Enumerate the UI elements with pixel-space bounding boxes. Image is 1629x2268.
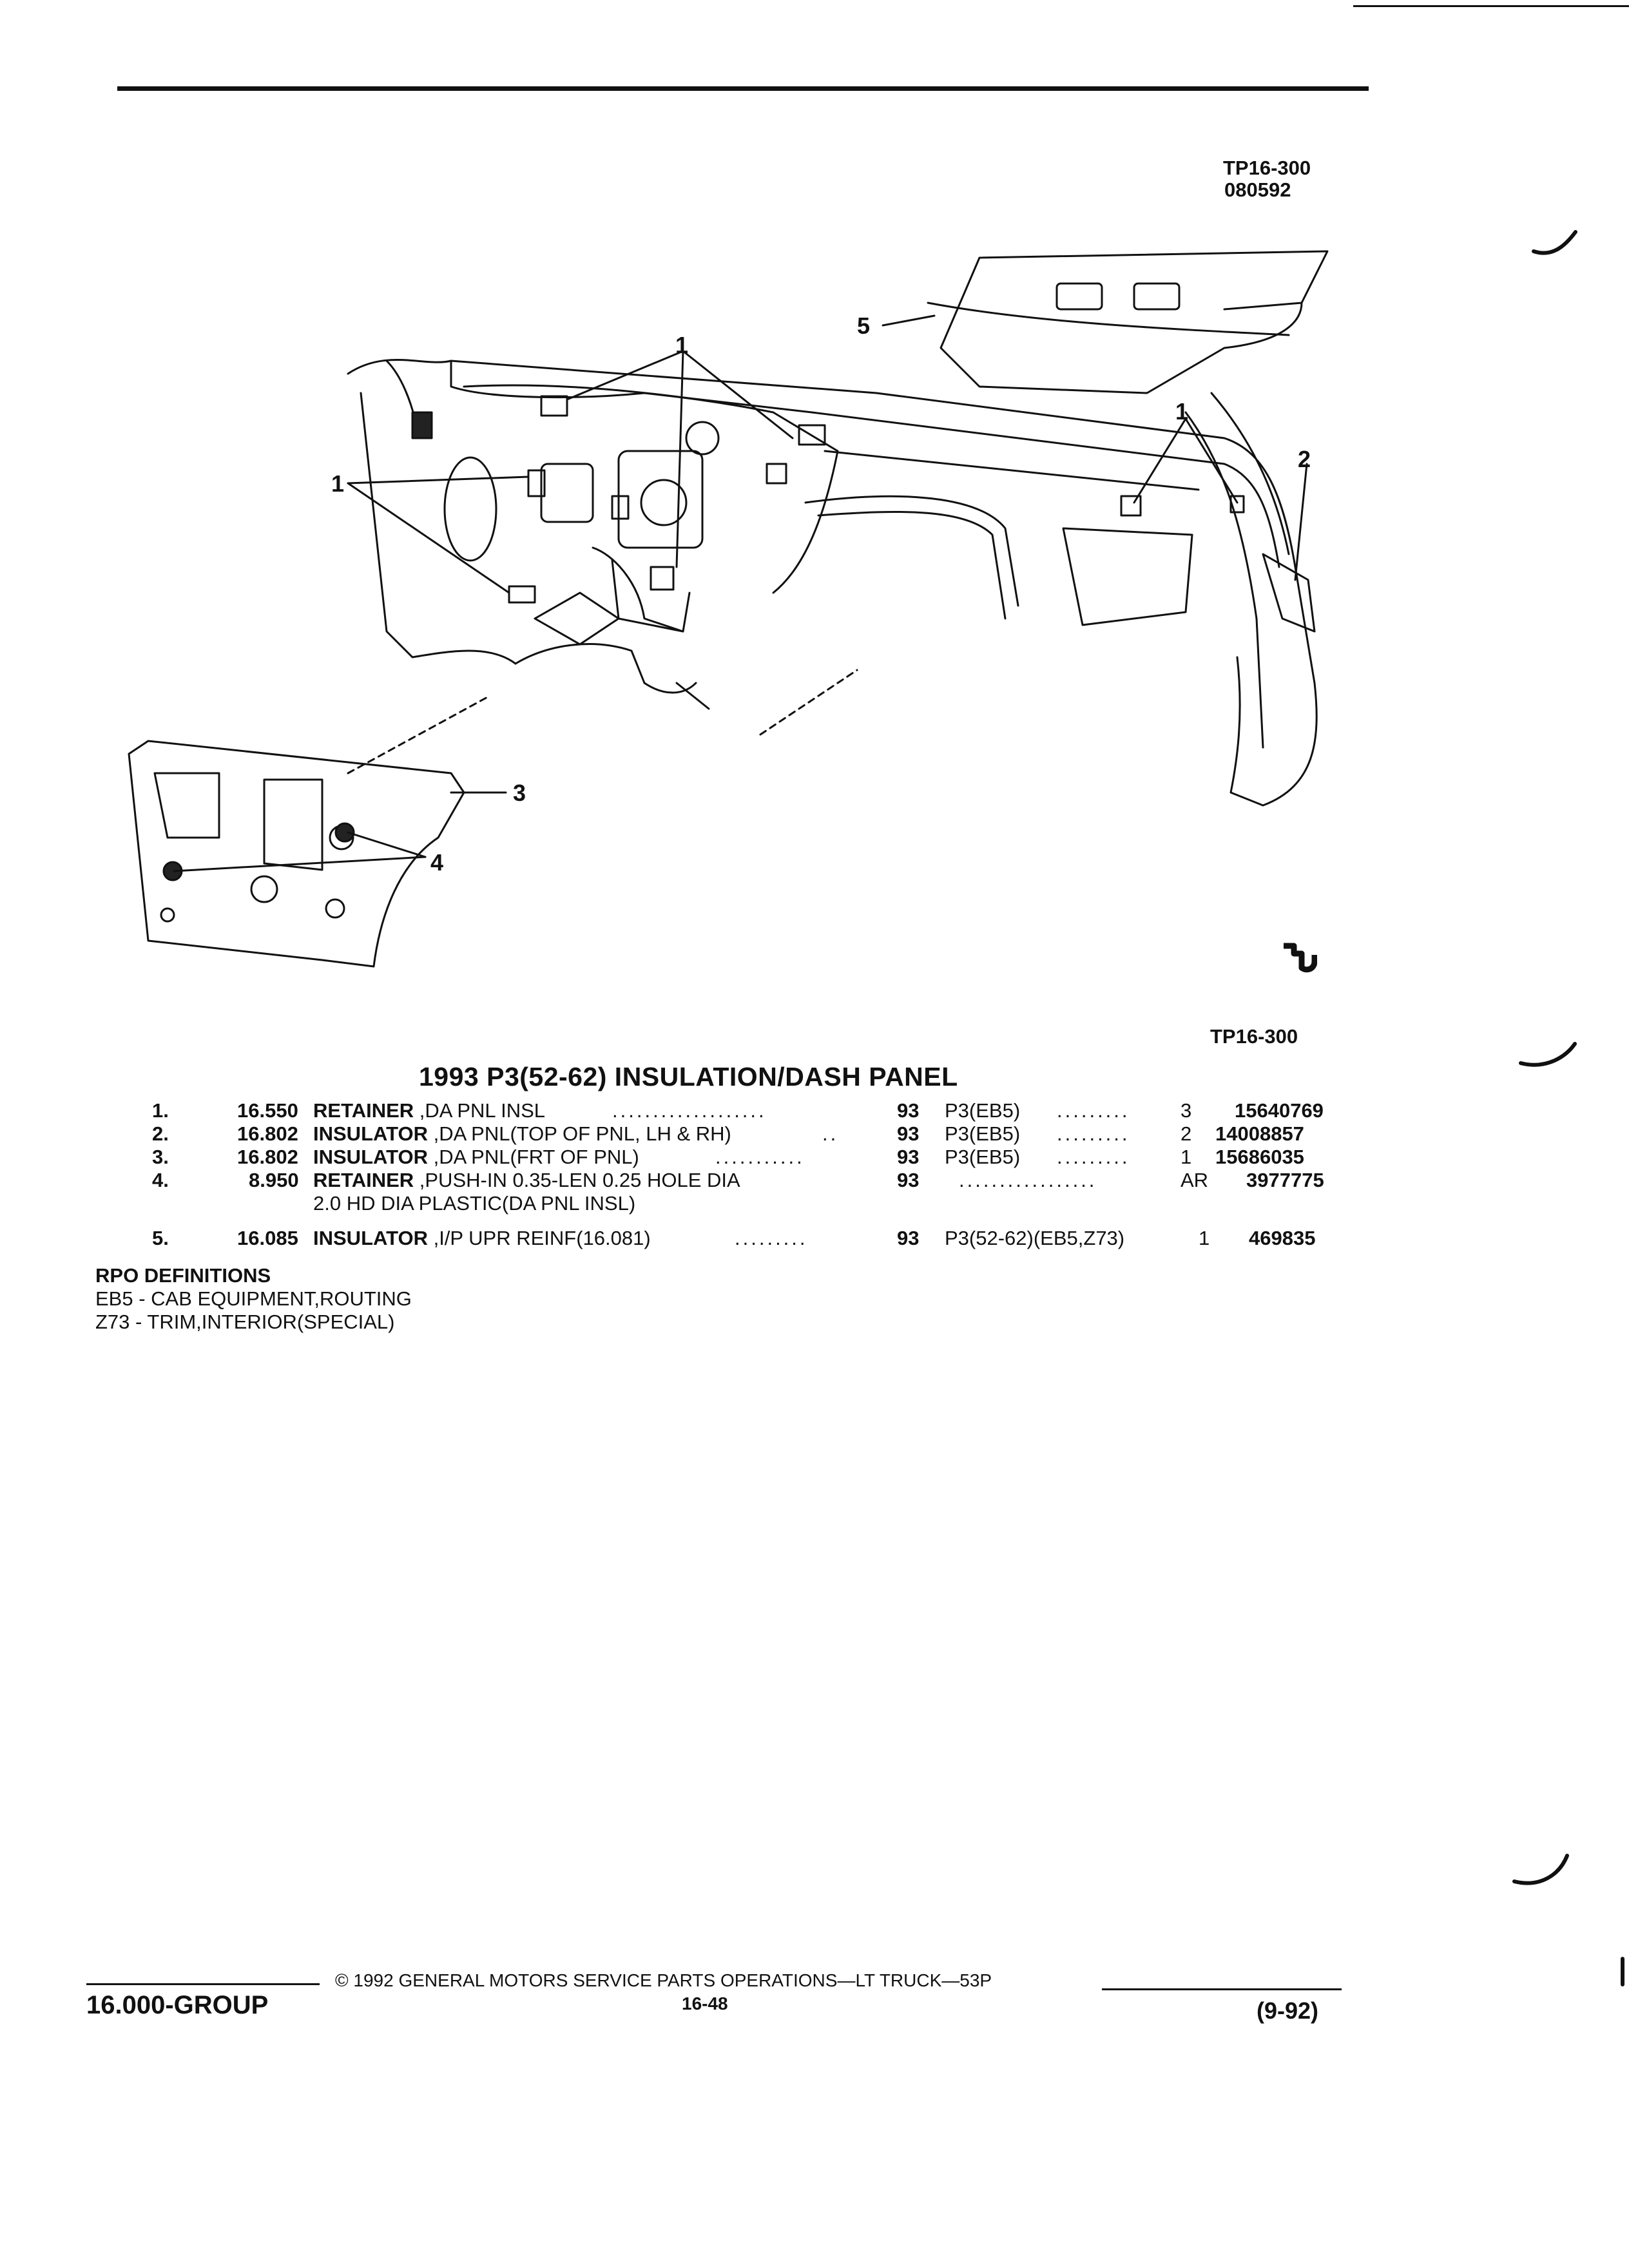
part-model-dots: .........	[1057, 1099, 1130, 1122]
part-row: 2. 16.802 INSULATOR ,DA PNL(TOP OF PNL, …	[0, 1122, 1629, 1147]
part-row: 3. 16.802 INSULATOR ,DA PNL(FRT OF PNL) …	[0, 1146, 1629, 1170]
rpo-item: Z73 - TRIM,INTERIOR(SPECIAL)	[95, 1311, 395, 1333]
section-title: 1993 P3(52-62) INSULATION/DASH PANEL	[419, 1062, 958, 1091]
part-model: P3(EB5)	[945, 1122, 1021, 1145]
part-group: 8.950	[249, 1169, 299, 1191]
part-leader: ...................	[612, 1099, 767, 1122]
part-name: RETAINER	[313, 1099, 414, 1122]
part-group: 16.802	[237, 1146, 298, 1168]
part-year: 93	[897, 1146, 920, 1168]
part-index: 3.	[152, 1146, 169, 1168]
callout-3: 3	[513, 780, 526, 806]
part-model: P3(EB5)	[945, 1099, 1021, 1122]
part-name: INSULATOR	[313, 1146, 428, 1168]
footer-page: 16-48	[682, 1994, 728, 2013]
part-name: INSULATOR	[313, 1122, 428, 1145]
part-model: P3(EB5)	[945, 1146, 1021, 1168]
footer-rule-left	[86, 1983, 320, 1985]
part-name: INSULATOR	[313, 1227, 428, 1249]
margin-marks	[1512, 230, 1624, 1986]
part-group: 16.802	[237, 1122, 298, 1145]
part-group: 16.550	[237, 1099, 298, 1122]
footer-group: 16.000-GROUP	[86, 1991, 269, 2019]
part-desc: ,DA PNL(TOP OF PNL, LH & RH)	[427, 1122, 731, 1145]
part-index: 5.	[152, 1227, 169, 1249]
part-year: 93	[897, 1227, 920, 1249]
part-model-dots: .........	[1057, 1122, 1130, 1145]
plate-code-block: TP16-300 080592	[1223, 157, 1311, 201]
plate-date: 080592	[1224, 178, 1291, 201]
plate-id: TP16-300	[1223, 157, 1311, 179]
gm-spo-logo-icon	[1284, 943, 1317, 973]
part-desc: ,I/P UPR REINF(16.081)	[427, 1227, 651, 1249]
part-leader: .........	[735, 1227, 808, 1249]
footer-copyright: © 1992 GENERAL MOTORS SERVICE PARTS OPER…	[335, 1970, 992, 1990]
part-index: 2.	[152, 1122, 169, 1145]
part-description: RETAINER ,DA PNL INSL	[313, 1099, 545, 1122]
part-row: 1. 16.550 RETAINER ,DA PNL INSL ........…	[0, 1099, 1629, 1124]
part-number: 3977775	[1246, 1169, 1324, 1191]
part-number: 14008857	[1215, 1122, 1304, 1145]
part-qty: 2	[1181, 1122, 1192, 1145]
footer-rule-right	[1102, 1988, 1342, 1990]
footer-date: (9-92)	[1257, 1997, 1319, 2024]
part-desc: ,DA PNL INSL	[414, 1099, 546, 1122]
part-year: 93	[897, 1169, 920, 1191]
part-row: 5. 16.085 INSULATOR ,I/P UPR REINF(16.08…	[0, 1227, 1629, 1251]
top-rule	[117, 86, 1369, 91]
part-description: INSULATOR ,DA PNL(TOP OF PNL, LH & RH)	[313, 1122, 731, 1146]
rpo-item: EB5 - CAB EQUIPMENT,ROUTING	[95, 1287, 412, 1310]
callout-4: 4	[430, 849, 444, 876]
part-desc-line2: 2.0 HD DIA PLASTIC(DA PNL INSL)	[313, 1192, 636, 1215]
part-number: 15686035	[1215, 1146, 1304, 1168]
part-model-dots: .................	[959, 1169, 1097, 1191]
part-qty: AR	[1181, 1169, 1209, 1191]
rpo-heading: RPO DEFINITIONS	[95, 1264, 271, 1287]
callout-2: 2	[1298, 446, 1311, 472]
part-description: RETAINER ,PUSH-IN 0.35-LEN 0.25 HOLE DIA	[313, 1169, 740, 1192]
part-model: P3(52-62)(EB5,Z73)	[945, 1227, 1125, 1249]
part-number: 15640769	[1235, 1099, 1324, 1122]
callout-1-right: 1	[1175, 398, 1189, 425]
part-row-continuation: 2.0 HD DIA PLASTIC(DA PNL INSL)	[0, 1192, 1629, 1216]
part-row: 4. 8.950 RETAINER ,PUSH-IN 0.35-LEN 0.25…	[0, 1169, 1629, 1193]
callout-1-left: 1	[331, 470, 345, 497]
part-model-dots: .........	[1057, 1146, 1130, 1168]
part-description: INSULATOR ,I/P UPR REINF(16.081)	[313, 1227, 651, 1250]
callout-5: 5	[857, 312, 871, 339]
part-year: 93	[897, 1122, 920, 1145]
part-qty: 1	[1199, 1227, 1210, 1249]
part-description: INSULATOR ,DA PNL(FRT OF PNL)	[313, 1146, 639, 1169]
part-qty: 3	[1181, 1099, 1192, 1122]
part-leader: ...........	[715, 1146, 805, 1168]
rpo-definitions: RPO DEFINITIONS EB5 - CAB EQUIPMENT,ROUT…	[95, 1264, 412, 1334]
part-qty: 1	[1181, 1146, 1192, 1168]
dash-panel-illustration	[128, 250, 1329, 968]
part-index: 1.	[152, 1099, 169, 1122]
part-leader: ..	[822, 1122, 839, 1145]
part-index: 4.	[152, 1169, 169, 1191]
part-year: 93	[897, 1099, 920, 1122]
part-name: RETAINER	[313, 1169, 414, 1191]
part-number: 469835	[1249, 1227, 1316, 1249]
part-desc: ,DA PNL(FRT OF PNL)	[427, 1146, 639, 1168]
part-group: 16.085	[237, 1227, 298, 1249]
callout-1-top: 1	[675, 332, 689, 358]
corner-rule	[1353, 5, 1629, 7]
plate-id-bottom: TP16-300	[1210, 1025, 1298, 1048]
part-desc: ,PUSH-IN 0.35-LEN 0.25 HOLE DIA	[414, 1169, 740, 1191]
